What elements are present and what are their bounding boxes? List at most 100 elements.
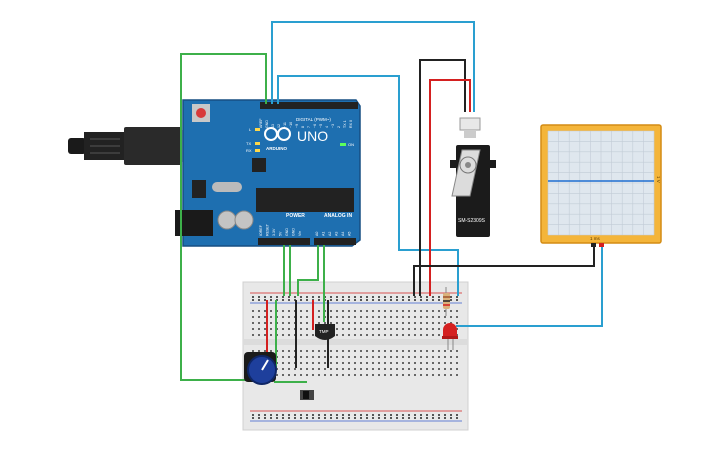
breadboard-hole[interactable] <box>306 334 308 336</box>
breadboard-hole[interactable] <box>396 362 398 364</box>
breadboard-hole[interactable] <box>366 316 368 318</box>
breadboard-hole[interactable] <box>396 299 398 301</box>
breadboard-hole[interactable] <box>288 414 290 416</box>
breadboard-hole[interactable] <box>336 356 338 358</box>
breadboard-hole[interactable] <box>252 310 254 312</box>
breadboard-hole[interactable] <box>456 296 458 298</box>
breadboard-hole[interactable] <box>354 414 356 416</box>
reset-button-cap[interactable] <box>196 108 206 118</box>
breadboard-hole[interactable] <box>456 350 458 352</box>
breadboard-hole[interactable] <box>384 328 386 330</box>
breadboard-hole[interactable] <box>324 350 326 352</box>
breadboard-hole[interactable] <box>408 362 410 364</box>
breadboard-hole[interactable] <box>366 356 368 358</box>
breadboard-hole[interactable] <box>336 316 338 318</box>
breadboard-hole[interactable] <box>288 417 290 419</box>
breadboard-hole[interactable] <box>414 334 416 336</box>
breadboard-hole[interactable] <box>378 310 380 312</box>
breadboard-hole[interactable] <box>396 356 398 358</box>
breadboard-hole[interactable] <box>348 356 350 358</box>
breadboard-hole[interactable] <box>420 356 422 358</box>
breadboard-hole[interactable] <box>456 310 458 312</box>
breadboard-hole[interactable] <box>432 350 434 352</box>
breadboard-hole[interactable] <box>288 316 290 318</box>
breadboard-hole[interactable] <box>426 334 428 336</box>
breadboard-hole[interactable] <box>390 350 392 352</box>
breadboard-hole[interactable] <box>342 334 344 336</box>
breadboard-hole[interactable] <box>360 296 362 298</box>
breadboard-hole[interactable] <box>312 296 314 298</box>
breadboard-hole[interactable] <box>438 362 440 364</box>
breadboard-hole[interactable] <box>414 322 416 324</box>
breadboard-hole[interactable] <box>336 310 338 312</box>
breadboard-hole[interactable] <box>372 350 374 352</box>
breadboard-hole[interactable] <box>372 310 374 312</box>
breadboard-hole[interactable] <box>420 316 422 318</box>
breadboard-hole[interactable] <box>390 356 392 358</box>
breadboard-hole[interactable] <box>282 299 284 301</box>
breadboard-hole[interactable] <box>384 362 386 364</box>
breadboard-hole[interactable] <box>288 350 290 352</box>
breadboard-hole[interactable] <box>306 417 308 419</box>
breadboard-hole[interactable] <box>372 328 374 330</box>
breadboard-hole[interactable] <box>354 350 356 352</box>
breadboard-hole[interactable] <box>408 414 410 416</box>
breadboard-hole[interactable] <box>372 368 374 370</box>
breadboard-hole[interactable] <box>330 299 332 301</box>
breadboard-hole[interactable] <box>444 368 446 370</box>
breadboard-hole[interactable] <box>384 310 386 312</box>
breadboard-hole[interactable] <box>450 417 452 419</box>
breadboard-hole[interactable] <box>426 362 428 364</box>
scope-probe-ground[interactable] <box>591 243 596 247</box>
breadboard-hole[interactable] <box>378 316 380 318</box>
breadboard-hole[interactable] <box>456 328 458 330</box>
breadboard-hole[interactable] <box>258 322 260 324</box>
breadboard-hole[interactable] <box>372 322 374 324</box>
breadboard-hole[interactable] <box>348 316 350 318</box>
breadboard-hole[interactable] <box>300 322 302 324</box>
breadboard-hole[interactable] <box>258 334 260 336</box>
breadboard-hole[interactable] <box>420 328 422 330</box>
breadboard-hole[interactable] <box>294 417 296 419</box>
breadboard-hole[interactable] <box>432 328 434 330</box>
breadboard-hole[interactable] <box>264 296 266 298</box>
breadboard-hole[interactable] <box>414 414 416 416</box>
breadboard-hole[interactable] <box>438 334 440 336</box>
breadboard-hole[interactable] <box>384 334 386 336</box>
breadboard-hole[interactable] <box>408 299 410 301</box>
breadboard-hole[interactable] <box>432 322 434 324</box>
breadboard-hole[interactable] <box>258 299 260 301</box>
breadboard-hole[interactable] <box>288 362 290 364</box>
breadboard-hole[interactable] <box>432 414 434 416</box>
breadboard-hole[interactable] <box>414 350 416 352</box>
breadboard-hole[interactable] <box>288 299 290 301</box>
breadboard-hole[interactable] <box>414 299 416 301</box>
breadboard-hole[interactable] <box>330 316 332 318</box>
breadboard-hole[interactable] <box>420 374 422 376</box>
servo-connector[interactable] <box>459 117 481 131</box>
breadboard-hole[interactable] <box>402 350 404 352</box>
breadboard-hole[interactable] <box>444 414 446 416</box>
breadboard-hole[interactable] <box>282 374 284 376</box>
breadboard-hole[interactable] <box>456 362 458 364</box>
breadboard-hole[interactable] <box>444 417 446 419</box>
breadboard-hole[interactable] <box>438 350 440 352</box>
breadboard-hole[interactable] <box>432 417 434 419</box>
breadboard-hole[interactable] <box>426 322 428 324</box>
breadboard-hole[interactable] <box>420 417 422 419</box>
breadboard-hole[interactable] <box>390 322 392 324</box>
breadboard-hole[interactable] <box>336 296 338 298</box>
scope-probe-signal[interactable] <box>599 243 604 247</box>
breadboard-hole[interactable] <box>444 362 446 364</box>
breadboard-hole[interactable] <box>438 316 440 318</box>
breadboard-hole[interactable] <box>414 296 416 298</box>
oscilloscope[interactable]: 1 ms 1 V <box>540 124 662 247</box>
breadboard-hole[interactable] <box>390 334 392 336</box>
breadboard-hole[interactable] <box>312 350 314 352</box>
breadboard-hole[interactable] <box>402 368 404 370</box>
breadboard-hole[interactable] <box>366 310 368 312</box>
breadboard-hole[interactable] <box>450 310 452 312</box>
breadboard-hole[interactable] <box>348 299 350 301</box>
wire-green-pot[interactable] <box>180 53 267 381</box>
breadboard-hole[interactable] <box>348 362 350 364</box>
